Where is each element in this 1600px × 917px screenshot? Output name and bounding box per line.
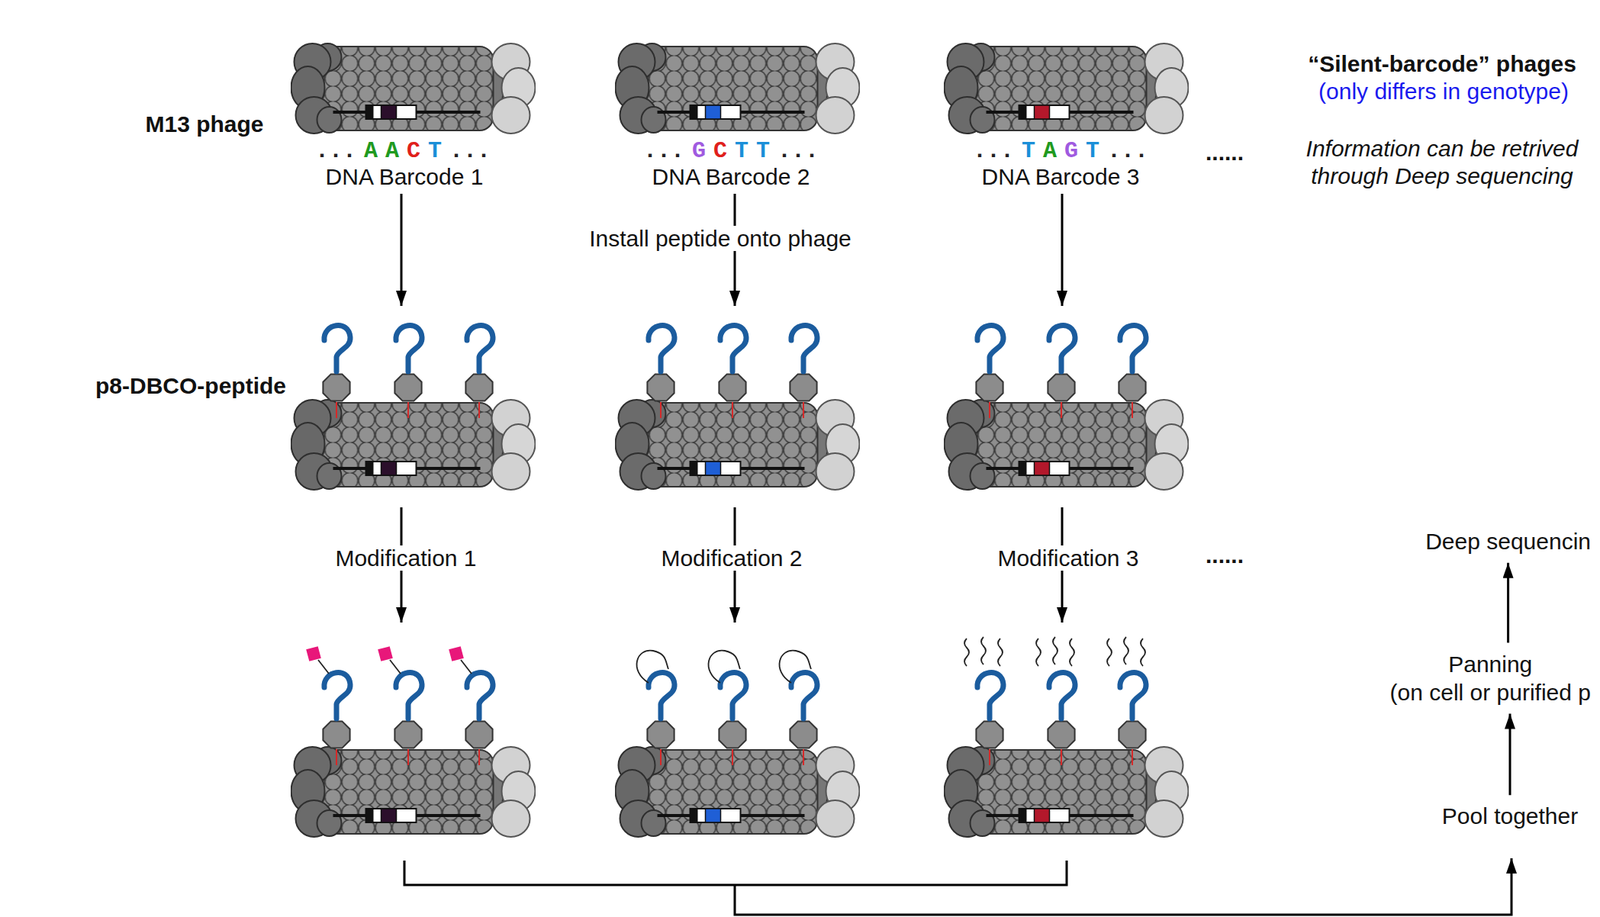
modification-loop	[708, 650, 741, 683]
barcode-label-group: DNA Barcode 1	[325, 163, 484, 191]
phage-drawing	[615, 399, 860, 490]
barcode-sequence: A	[363, 137, 378, 165]
phage-drawing	[944, 746, 1189, 838]
flow-step-text: Panning	[1390, 650, 1591, 680]
process-arrow	[1061, 193, 1064, 306]
peptide-drawing	[1047, 325, 1076, 419]
phage-drawing	[291, 399, 536, 490]
barcode-sequence: A	[1043, 137, 1057, 165]
flow-step: Pool together	[1437, 800, 1583, 833]
barcode-label: DNA Barcode 2	[652, 164, 811, 190]
modification-chains	[1107, 637, 1146, 667]
barcode-sequence: ...	[972, 137, 1015, 165]
peptide-drawing	[789, 325, 818, 419]
pool-bracket	[404, 860, 1067, 886]
barcode-sequence: ...	[315, 137, 357, 165]
peptide-drawing	[789, 672, 818, 766]
modification-tag	[377, 646, 401, 674]
barcode-sequence: ...	[1107, 137, 1149, 165]
barcode-sequence: T	[428, 137, 442, 165]
peptide-drawing	[394, 325, 422, 419]
phage-drawing	[615, 43, 860, 134]
ellipsis: ......	[1205, 139, 1244, 165]
flow-step-text: Pool together	[1442, 801, 1578, 831]
modification-loop	[779, 650, 812, 683]
peptide-drawing	[322, 672, 351, 766]
barcode-sequence: ...	[643, 137, 685, 165]
modification-chains	[1036, 637, 1075, 667]
modification-chains	[964, 637, 1003, 667]
barcode-sequence-group: ...TAGT...	[972, 137, 1149, 165]
barcode-sequence: C	[713, 137, 728, 165]
barcode-sequence: T	[1085, 137, 1100, 165]
barcode-sequence: T	[734, 137, 749, 165]
peptide-drawing	[465, 325, 493, 419]
flow-step: Deep sequencin	[1420, 525, 1596, 558]
peptide-drawing	[1118, 325, 1147, 419]
flow-arrow	[1506, 563, 1510, 644]
step-label: Install peptide onto phage	[584, 225, 857, 252]
side-note-group: Information can be retrived through Deep…	[1281, 135, 1600, 190]
barcode-sequence: T	[1021, 137, 1036, 165]
phage-drawing	[944, 43, 1189, 134]
pool-arrow	[734, 858, 1512, 915]
barcode-sequence-group: ...AACT...	[315, 137, 491, 165]
phage-drawing	[291, 43, 536, 134]
peptide-drawing	[322, 325, 351, 419]
modification-loop	[637, 650, 669, 683]
step-label: Modification 1	[330, 545, 481, 571]
row-label: p8-DBCO-peptide	[95, 373, 287, 399]
modification-tag	[305, 646, 329, 674]
peptide-drawing	[1118, 672, 1147, 766]
flow-step: Panning(on cell or purified p	[1385, 648, 1596, 709]
step-label-group: Modification 2	[656, 544, 807, 573]
peptide-drawing	[975, 672, 1004, 766]
barcode-sequence: G	[1064, 137, 1079, 165]
barcode-label-group: DNA Barcode 3	[981, 163, 1140, 191]
row-label: M13 phage	[144, 111, 264, 137]
row-label-group: M13 phage	[144, 110, 264, 139]
peptide-drawing	[647, 672, 675, 766]
flow-step-text: (on cell or purified p	[1390, 678, 1591, 708]
barcode-sequence: A	[385, 137, 400, 165]
process-arrow	[400, 193, 403, 306]
barcode-label: DNA Barcode 3	[981, 164, 1140, 190]
barcode-sequence: T	[756, 137, 770, 165]
barcode-label: DNA Barcode 1	[325, 164, 484, 190]
phage-drawing	[615, 746, 860, 838]
step-label-group: Install peptide onto phage	[584, 225, 857, 253]
peptide-drawing	[394, 672, 422, 766]
peptide-drawing	[1047, 672, 1076, 766]
step-label-group: Modification 1	[330, 544, 481, 573]
step-label-group: Modification 3	[992, 544, 1143, 573]
side-heading: “Silent-barcode” phages	[1307, 51, 1577, 77]
barcode-sequence: G	[692, 137, 706, 165]
flow-step-text: Deep sequencin	[1425, 527, 1591, 557]
ellipsis-group: ......	[1205, 138, 1244, 167]
flow-arrow	[1509, 714, 1512, 796]
side-note-group: (only differs in genotype)	[1318, 77, 1569, 106]
barcode-label-group: DNA Barcode 2	[652, 163, 811, 191]
barcode-sequence: ...	[449, 137, 491, 165]
step-label: Modification 2	[656, 545, 807, 571]
row-label-group: p8-DBCO-peptide	[95, 372, 287, 400]
peptide-drawing	[718, 325, 747, 419]
peptide-drawing	[647, 325, 675, 419]
peptide-drawing	[465, 672, 493, 766]
barcode-sequence-group: ...GCTT...	[643, 137, 819, 165]
phage-drawing	[944, 399, 1189, 490]
peptide-drawing	[718, 672, 747, 766]
barcode-sequence: ...	[777, 137, 819, 165]
ellipsis-group: ......	[1205, 541, 1244, 570]
side-note: Information can be retrived through Deep…	[1306, 135, 1579, 189]
modification-tag	[448, 646, 472, 674]
side-note: (only differs in genotype)	[1318, 78, 1569, 104]
side-heading-group: “Silent-barcode” phages	[1307, 50, 1577, 78]
step-label: Modification 3	[992, 545, 1143, 571]
barcode-sequence: C	[406, 137, 421, 165]
peptide-drawing	[975, 325, 1004, 419]
phage-drawing	[291, 746, 536, 838]
ellipsis: ......	[1205, 542, 1244, 568]
